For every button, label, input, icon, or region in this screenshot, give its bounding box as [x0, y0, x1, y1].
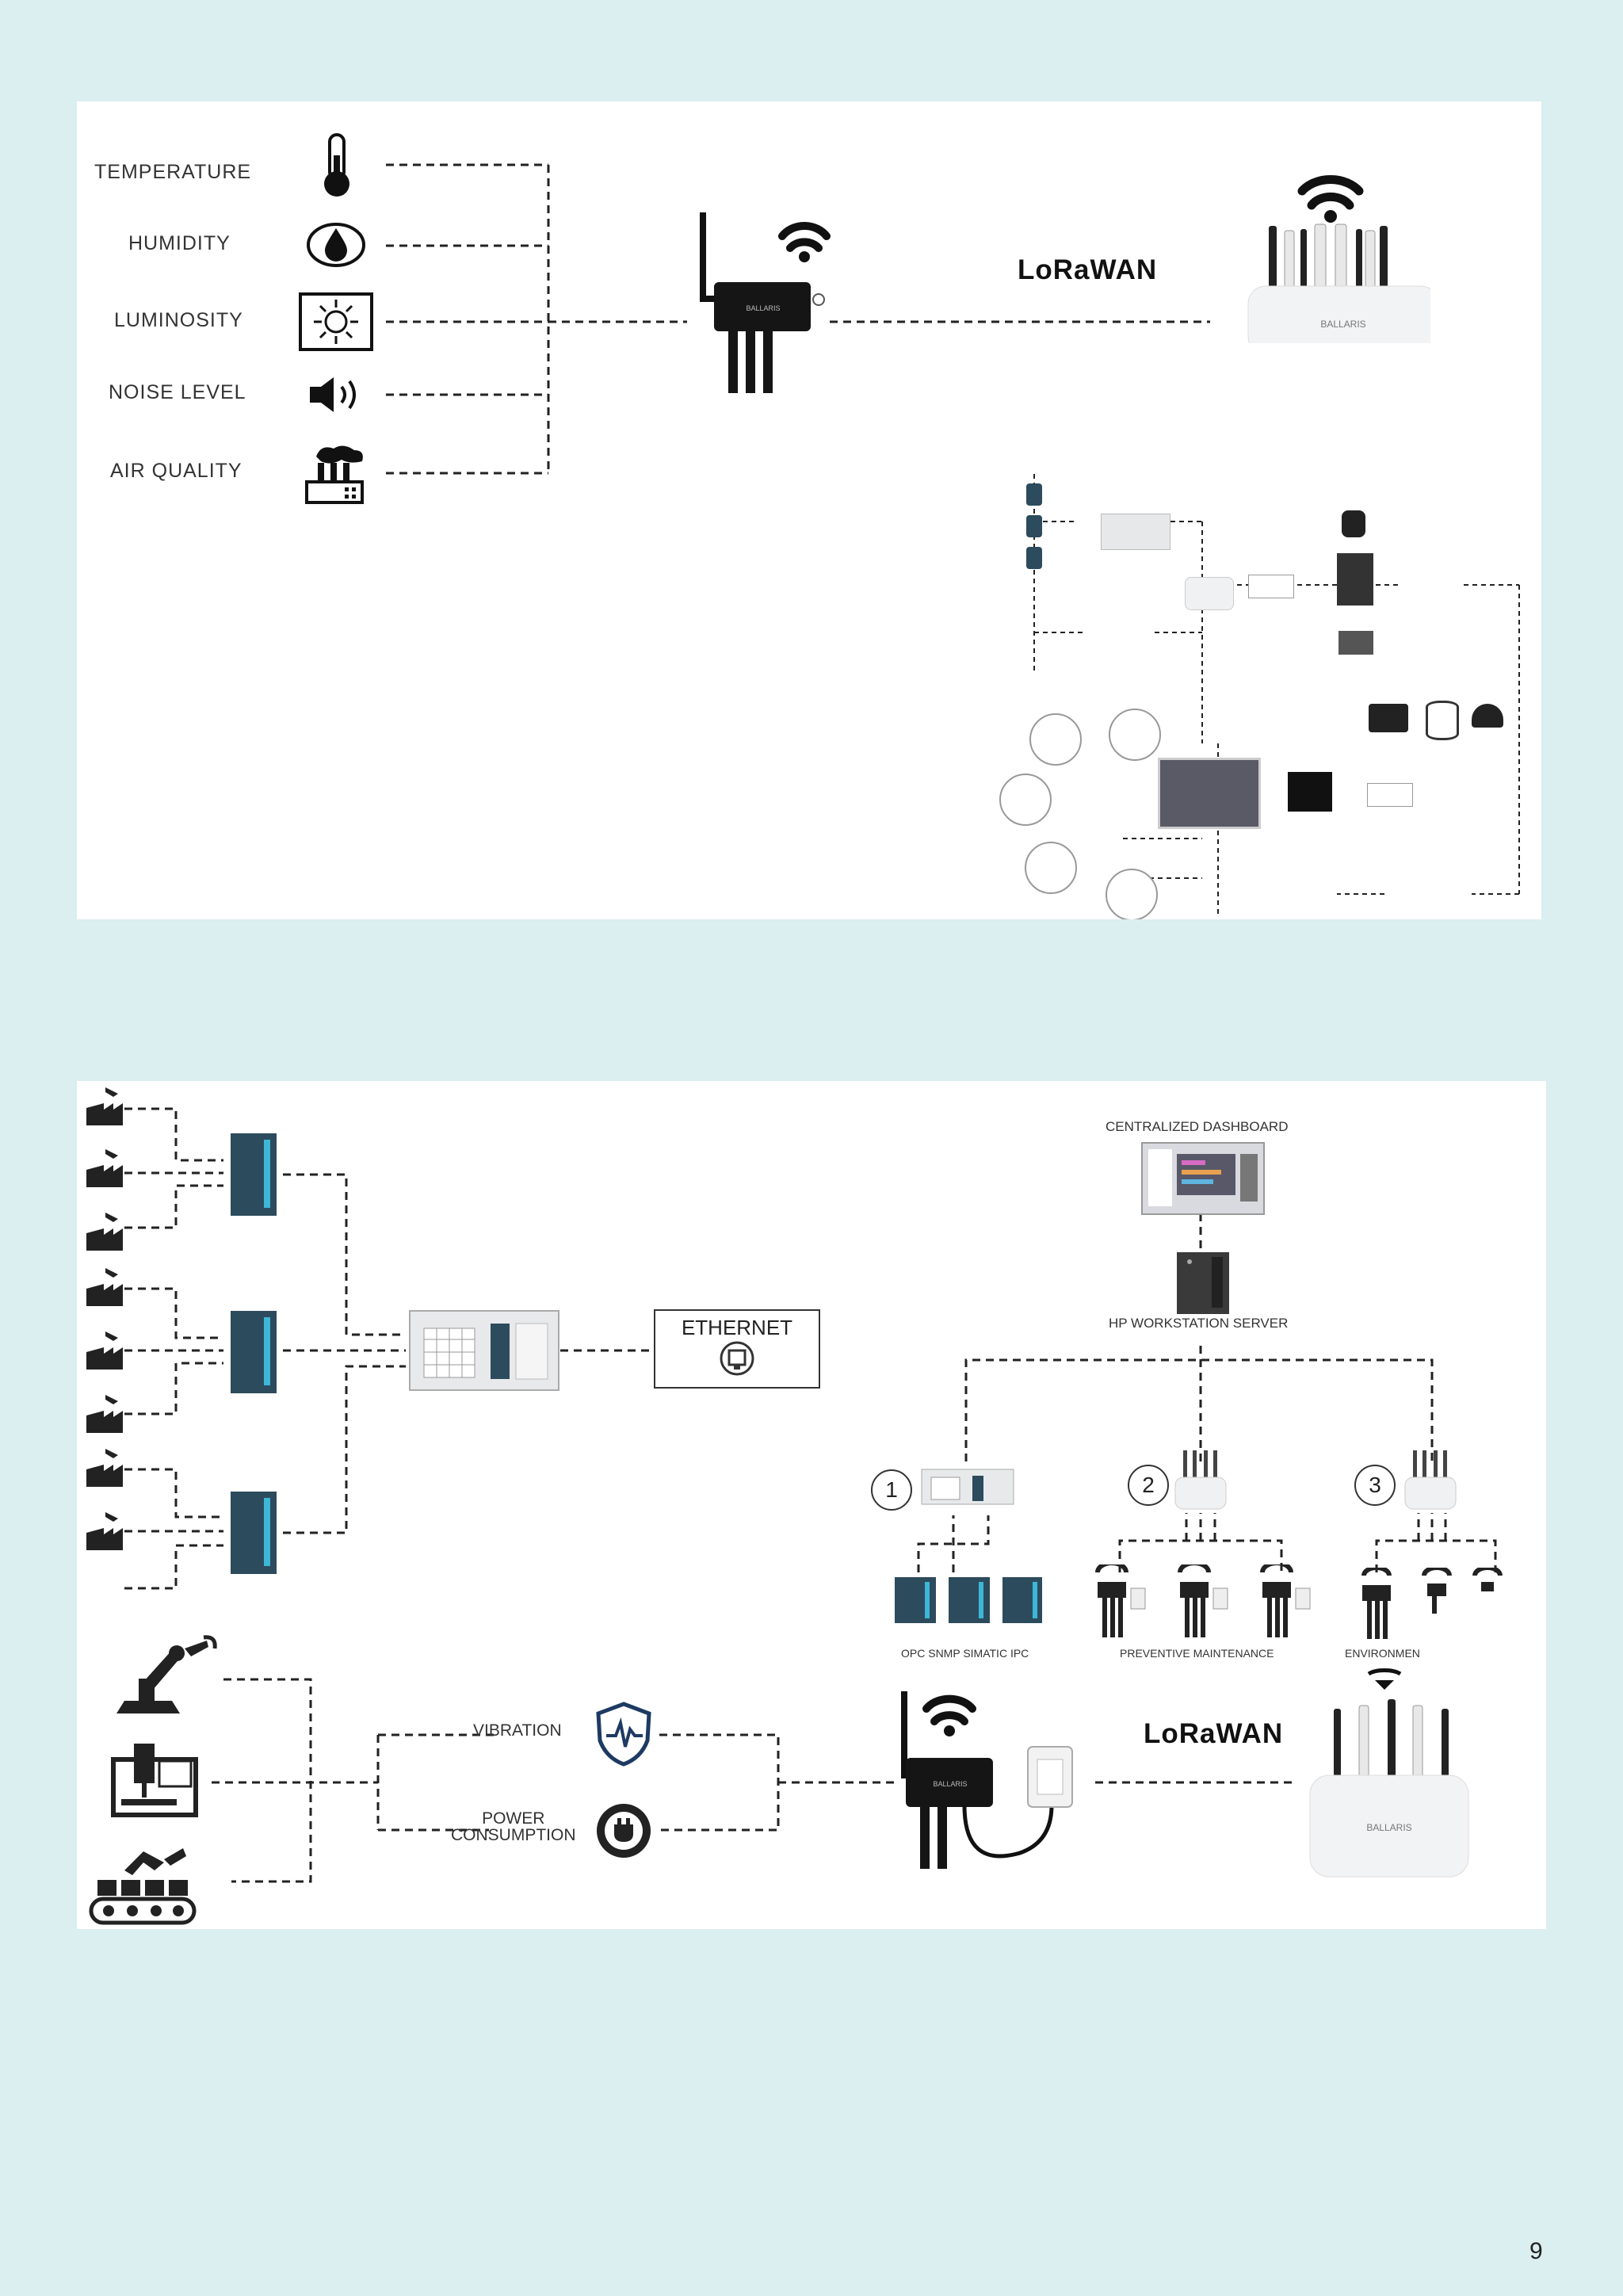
- mini-computer-icon: [1288, 772, 1332, 812]
- group3-gateway: [1404, 1450, 1457, 1510]
- mini-dashboard-icon: [1158, 758, 1261, 829]
- sensor-connectors: [386, 163, 1210, 475]
- preventive-maintenance-label: PREVENTIVE MAINTENANCE: [1120, 1647, 1274, 1660]
- mini-tag-5: [1106, 869, 1158, 919]
- sun-icon: [299, 292, 373, 351]
- dashboard-label: CENTRALIZED DASHBOARD: [1106, 1119, 1289, 1134]
- factory-pollution-icon: [305, 445, 364, 504]
- speaker-icon: [310, 377, 356, 412]
- temperature-label: TEMPERATURE: [94, 161, 252, 183]
- group-number-2: 2: [1128, 1465, 1169, 1506]
- noise-level-label: NOISE LEVEL: [109, 381, 246, 403]
- industrial-pc: [409, 1310, 559, 1391]
- preventive-maintenance-sensors: [1095, 1564, 1311, 1637]
- group2-gateway: [1174, 1450, 1227, 1510]
- environment-label: ENVIRONMEN: [1345, 1647, 1420, 1660]
- group-number-1: 1: [871, 1469, 912, 1511]
- svg-text:BALLARIS: BALLARIS: [933, 1780, 967, 1788]
- conveyor-robot-icon: [89, 1848, 197, 1925]
- opc-label: OPC SNMP SIMATIC IPC: [901, 1647, 1029, 1660]
- vibration-shield-icon: [596, 1702, 651, 1767]
- mini-plc-icon-3: [1026, 547, 1042, 569]
- mini-ethernet-icon-2: [1367, 783, 1413, 807]
- svg-text:BALLARIS: BALLARIS: [1320, 319, 1365, 330]
- factory-icons-column: [86, 1087, 123, 1550]
- humidity-label: HUMIDITY: [128, 232, 231, 254]
- mini-tag-1: [1109, 709, 1161, 761]
- ethernet-box: ETHERNET: [654, 1309, 820, 1389]
- opc-plc-modules: [895, 1577, 1042, 1623]
- mini-wifi-icon: [1472, 704, 1503, 728]
- svg-text:BALLARIS: BALLARIS: [746, 304, 780, 312]
- vibration-label: VIBRATION: [473, 1721, 562, 1740]
- mini-architecture-diagram: [1033, 474, 1520, 918]
- mini-server-icon: [1337, 553, 1373, 606]
- page-number: 9: [1529, 2238, 1543, 2264]
- svg-text:BALLARIS: BALLARIS: [1366, 1822, 1411, 1833]
- mini-database-icon: [1342, 510, 1365, 537]
- lorawan-logo-2: LoRaWAN: [1144, 1718, 1283, 1750]
- robot-arm-icon: [116, 1635, 217, 1713]
- group-number-3: 3: [1354, 1465, 1396, 1506]
- sensor-node-device: BALLARIS: [700, 212, 831, 393]
- plc-module-3: [231, 1492, 277, 1574]
- mini-tag-4: [1025, 842, 1077, 894]
- plc-module-1: [231, 1133, 277, 1216]
- thermometer-icon: [324, 133, 349, 197]
- industrial-architecture-diagram: ETHERNET CENTRALIZED DASHBOARD HP WORKST…: [77, 1081, 1546, 1929]
- environment-monitoring-diagram: TEMPERATURE HUMIDITY LUMINOSITY NOISE LE…: [77, 101, 1541, 919]
- mini-tag-3: [999, 774, 1052, 826]
- mini-ethernet-icon: [1248, 575, 1294, 598]
- lorawan-logo-1: LoRaWAN: [1018, 254, 1157, 286]
- mini-industrial-pc-icon: [1101, 514, 1170, 550]
- hp-server-label: HP WORKSTATION SERVER: [1109, 1316, 1289, 1331]
- mini-storage-icon: [1426, 701, 1459, 740]
- vibration-sensor-node: BALLARIS: [901, 1691, 1073, 1869]
- lorawan-gateway-2: BALLARIS: [1309, 1668, 1469, 1878]
- mini-tag-2: [1029, 713, 1082, 766]
- air-quality-label: AIR QUALITY: [110, 460, 242, 482]
- power-plug-icon: [597, 1804, 651, 1858]
- plc-module-2: [231, 1311, 277, 1393]
- group1-industrial-pc: [921, 1469, 1014, 1505]
- humidity-icon: [307, 223, 365, 267]
- mini-laptop-icon: [1338, 631, 1373, 655]
- lorawan-text-1: LoRaWAN: [1018, 254, 1158, 285]
- cnc-machine-icon: [111, 1744, 198, 1817]
- ethernet-port-icon: [720, 1341, 754, 1376]
- dashboard-screen: [1141, 1142, 1265, 1215]
- environment-sensors: [1361, 1568, 1503, 1639]
- lorawan-text-2: LoRaWAN: [1144, 1718, 1284, 1749]
- lorawan-gateway-device: BALLARIS: [1247, 175, 1430, 343]
- luminosity-label: LUMINOSITY: [114, 309, 243, 331]
- power-consumption-label: POWER CONSUMPTION: [451, 1809, 576, 1844]
- mini-processing-icon: [1369, 704, 1408, 732]
- mini-plc-icon-1: [1026, 483, 1042, 506]
- hp-server: [1177, 1252, 1229, 1314]
- ethernet-label: ETHERNET: [681, 1316, 793, 1339]
- architecture-connectors: [124, 1107, 1497, 1883]
- mini-gateway-icon: [1185, 577, 1234, 610]
- mini-plc-icon-2: [1026, 515, 1042, 537]
